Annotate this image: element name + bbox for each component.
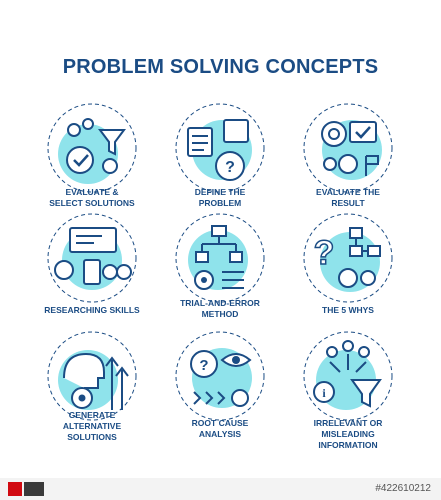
question-flow-icon: ? [300, 210, 396, 306]
concept-label: ROOT CAUSE ANALYSIS [191, 418, 249, 439]
flowchart-gear-icon [172, 210, 268, 306]
concept-label: RESEARCHING SKILLS [44, 305, 140, 315]
concept-label: THE 5 WHYS [322, 305, 374, 315]
target-eye-icon: ? [172, 328, 268, 424]
page-title: PROBLEM SOLVING CONCEPTS [62, 56, 379, 78]
concept-label: GENERATE ALTERNATIVE SOLUTIONS [62, 410, 122, 442]
puzzle-question-icon: ? [172, 100, 268, 196]
concept-label: EVALUATE & SELECT SOLUTIONS [49, 187, 135, 208]
target-check-icon [300, 100, 396, 196]
info-funnel-icon: i [300, 328, 396, 424]
concept-label: EVALUATE THE RESULT [316, 187, 380, 208]
stock-footer: #422610212 [0, 478, 441, 500]
svg-text:i: i [322, 386, 326, 400]
svg-text:?: ? [225, 159, 235, 176]
concept-label: DEFINE THE PROBLEM [194, 187, 246, 208]
checkmark-funnel-icon [44, 100, 140, 196]
browser-binoculars-icon [44, 210, 140, 306]
stock-logo-icon [8, 482, 44, 496]
head-gear-arrows-icon [44, 328, 140, 424]
svg-text:?: ? [199, 357, 208, 374]
stock-id: #422610212 [375, 483, 431, 494]
svg-text:?: ? [314, 234, 335, 272]
concept-label: TRIAL-AND-ERROR METHOD [180, 298, 260, 319]
concept-label: IRRELEVANT OR MISLEADING INFORMATION [313, 418, 383, 450]
